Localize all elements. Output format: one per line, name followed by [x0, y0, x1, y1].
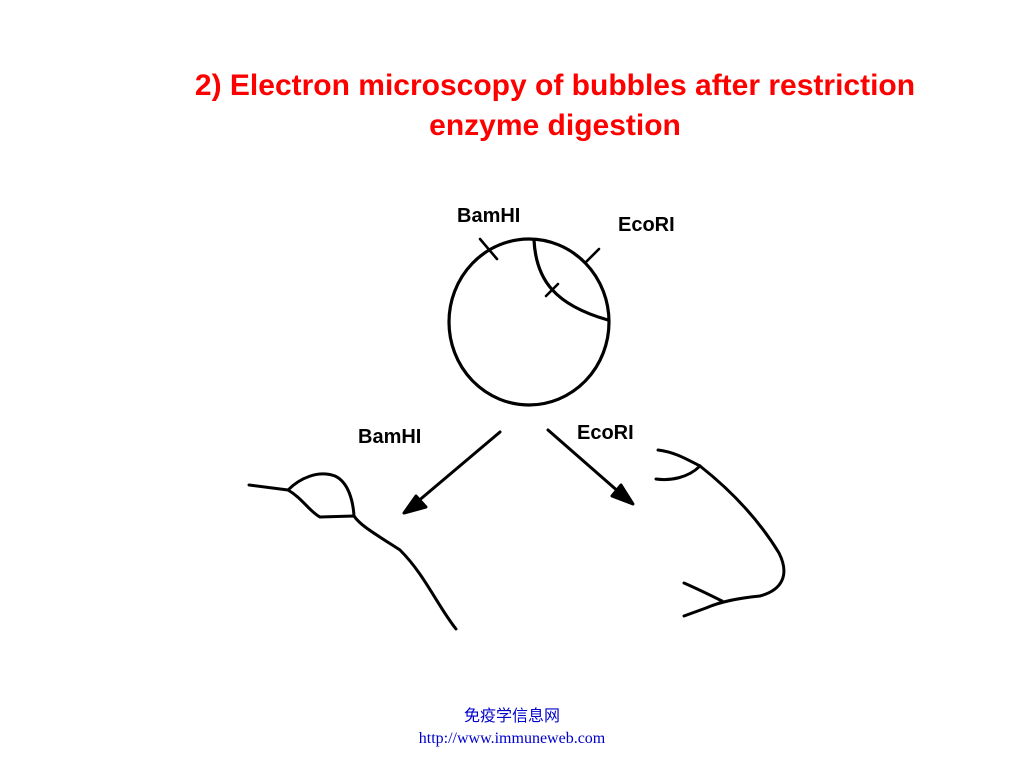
- ecori-arrow-shaft: [546, 428, 630, 502]
- ecori-site-tick: [584, 247, 601, 264]
- ecori-arrow-head: [610, 483, 635, 506]
- title-line-1: 2) Electron microscopy of bubbles after …: [194, 69, 916, 102]
- ecori-main-strand: [682, 464, 786, 618]
- footer-url[interactable]: http://www.immuneweb.com: [418, 730, 606, 747]
- bamhi-bubble-strand: [286, 472, 356, 518]
- label-bottom-bamhi: BamHI: [358, 426, 422, 448]
- dna-circle: [447, 237, 611, 407]
- footer-site-name: 免疫学信息网: [463, 708, 560, 725]
- title-line-2: enzyme digestion: [429, 109, 681, 142]
- label-bottom-ecori: EcoRI: [577, 422, 634, 444]
- bubble-site-tick: [544, 282, 560, 298]
- bamhi-linear-strand: [247, 483, 458, 631]
- bamhi-site-tick: [478, 237, 499, 261]
- slide-title: 2) Electron microscopy of bubbles after …: [120, 66, 990, 146]
- digestion-arrows: [402, 428, 635, 515]
- restriction-site-ticks: [478, 237, 601, 298]
- ecori-product: [654, 448, 786, 618]
- ecori-bottom-arm: [682, 581, 724, 603]
- bamhi-arrow-shaft: [408, 430, 502, 510]
- bamhi-product: [247, 472, 458, 631]
- ecori-top-arm: [656, 448, 702, 468]
- label-top-bamhi: BamHI: [457, 205, 521, 227]
- footer: 免疫学信息网 http://www.immuneweb.com: [362, 706, 662, 750]
- bamhi-arrow-head: [402, 494, 428, 515]
- ecori-top-arm-lower: [654, 464, 702, 482]
- circular-dna: [447, 237, 611, 407]
- label-top-ecori: EcoRI: [618, 214, 675, 236]
